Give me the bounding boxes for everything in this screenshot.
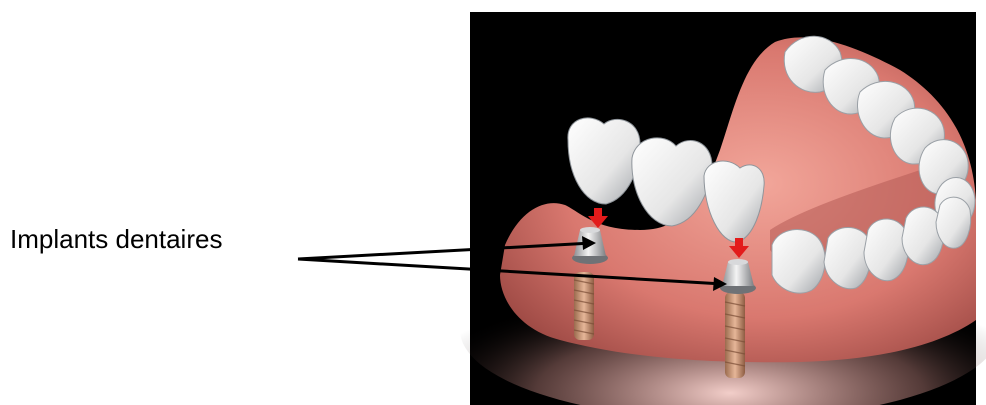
implant-screw-right — [725, 292, 745, 378]
implant-screw-left — [574, 272, 594, 340]
